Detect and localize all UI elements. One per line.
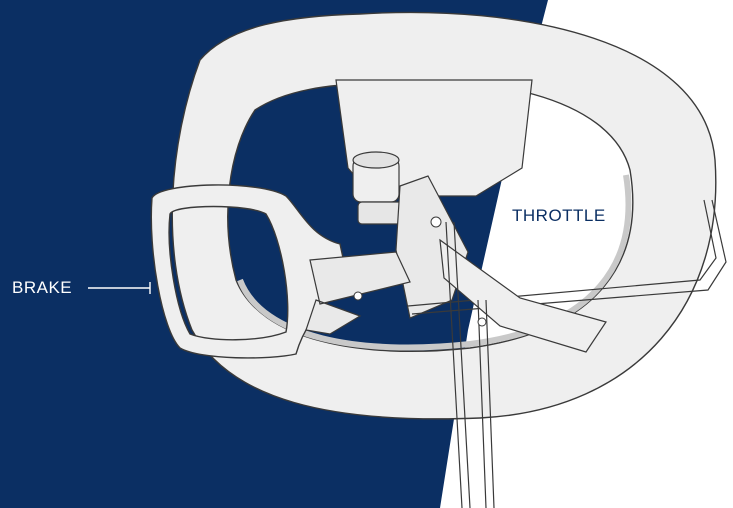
spinner-knob-base xyxy=(358,202,404,224)
spinner-knob-top xyxy=(353,152,399,168)
pivot-bolt xyxy=(478,318,486,326)
throttle-label: THROTTLE xyxy=(512,206,606,226)
pivot-bolt xyxy=(431,217,441,227)
brake-label: BRAKE xyxy=(12,278,72,298)
pivot-bolt xyxy=(354,292,362,300)
